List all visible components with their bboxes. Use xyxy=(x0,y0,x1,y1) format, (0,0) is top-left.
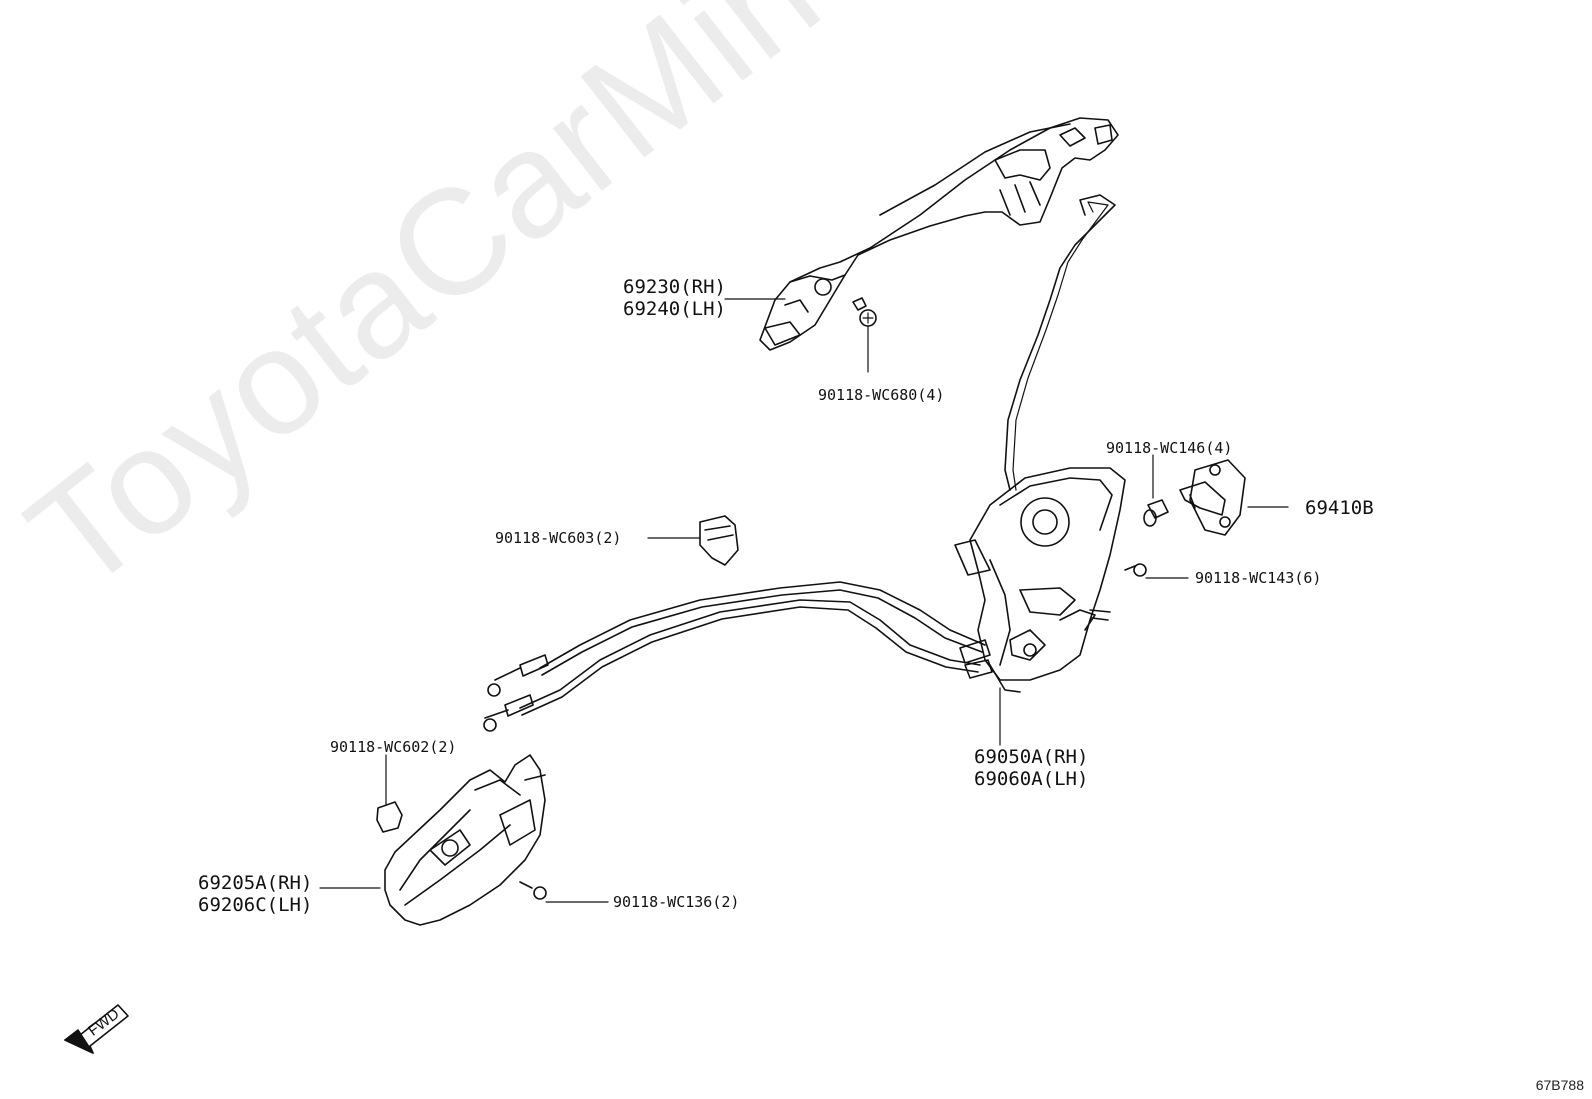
label-outside-handle-rh: 69230(RH) xyxy=(623,276,726,298)
label-inside-handle: 69205A(RH) 69206C(LH) xyxy=(198,874,312,915)
label-inside-handle-lh: 69206C(LH) xyxy=(198,894,313,916)
handle-rod xyxy=(1004,194,1116,491)
screw-wc143-drawing xyxy=(1124,563,1147,577)
screw-wc136-drawing xyxy=(519,881,547,900)
label-clip-wc603: 90118-WC603(2) xyxy=(495,529,622,547)
outside-handle-drawing xyxy=(759,117,1119,351)
screw-wc680-drawing xyxy=(852,297,877,327)
label-outside-handle: 69230(RH) 69240(LH) xyxy=(623,278,726,319)
label-clip-wc602: 90118-WC602(2) xyxy=(330,738,457,756)
label-lock-assy-lh: 69060A(LH) xyxy=(974,768,1089,790)
label-screw-wc143: 90118-WC143(6) xyxy=(1195,569,1322,587)
cables xyxy=(483,581,993,732)
leader-lines xyxy=(319,298,1289,903)
label-screw-wc680: 90118-WC680(4) xyxy=(818,386,945,404)
label-outside-handle-lh: 69240(LH) xyxy=(623,298,726,320)
clip-wc602-drawing xyxy=(376,801,403,833)
diagram-code: 67B788 xyxy=(1535,1077,1584,1093)
label-striker: 69410B xyxy=(1305,497,1374,519)
striker-drawing xyxy=(1179,459,1246,536)
fwd-arrow-icon xyxy=(64,1004,129,1054)
label-lock-assy: 69050A(RH) 69060A(LH) xyxy=(974,748,1088,789)
clip-wc603-drawing xyxy=(699,515,739,566)
label-screw-wc146: 90118-WC146(4) xyxy=(1106,439,1233,457)
screw-wc146-drawing xyxy=(1143,499,1169,527)
door-lock-drawing xyxy=(954,467,1126,693)
inside-handle-drawing xyxy=(384,754,546,926)
label-lock-assy-rh: 69050A(RH) xyxy=(974,746,1089,768)
label-screw-wc136: 90118-WC136(2) xyxy=(613,893,740,911)
label-inside-handle-rh: 69205A(RH) xyxy=(198,872,313,894)
